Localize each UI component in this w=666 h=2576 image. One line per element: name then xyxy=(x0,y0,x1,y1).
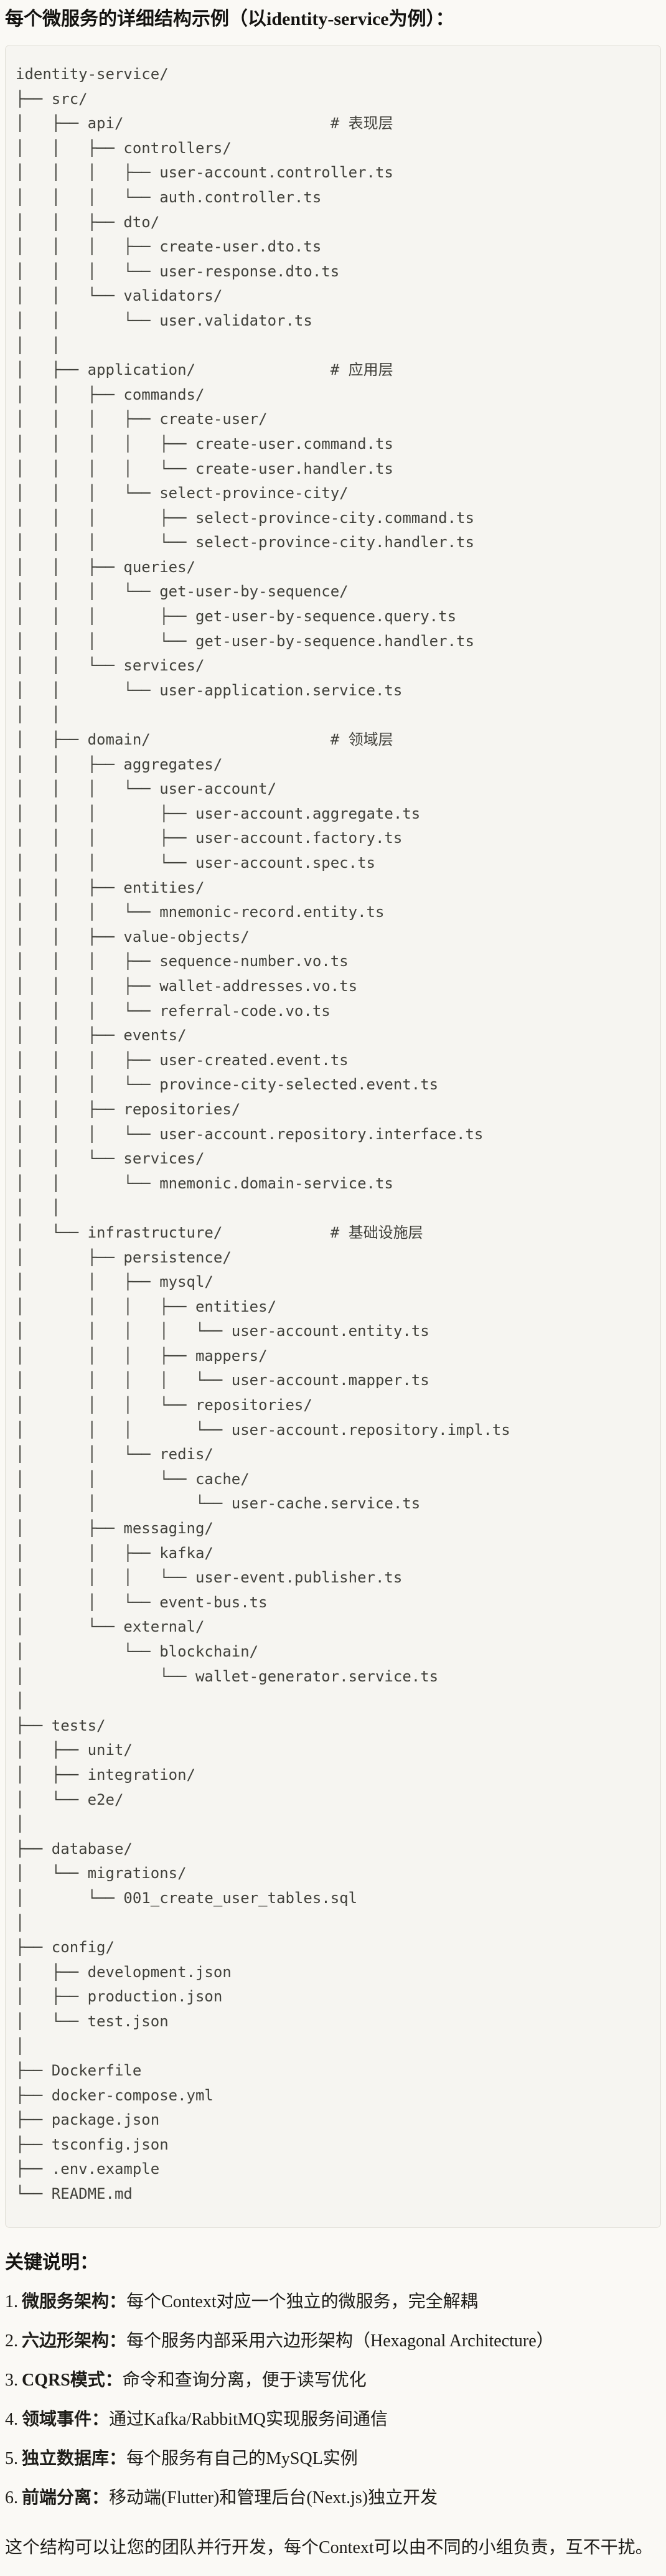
note-item: 6.前端分离：移动端(Flutter)和管理后台(Next.js)独立开发 xyxy=(5,2485,661,2511)
note-text: 移动端(Flutter)和管理后台(Next.js)独立开发 xyxy=(109,2488,438,2508)
directory-tree-text: identity-service/ ├── src/ │ ├── api/ # … xyxy=(16,65,510,2203)
note-item: 5.独立数据库：每个服务有自己的MySQL实例 xyxy=(5,2446,661,2472)
note-label: CQRS模式： xyxy=(22,2370,123,2390)
note-label: 六边形架构： xyxy=(22,2331,127,2351)
directory-tree-code-block: identity-service/ ├── src/ │ ├── api/ # … xyxy=(5,45,661,2228)
note-number: 6. xyxy=(5,2488,18,2508)
note-item: 3.CQRS模式：命令和查询分离，便于读写优化 xyxy=(5,2367,661,2394)
note-text: 每个服务有自己的MySQL实例 xyxy=(126,2448,358,2468)
note-label: 微服务架构： xyxy=(22,2292,127,2311)
note-label: 领域事件： xyxy=(22,2409,110,2429)
notes-heading: 关键说明： xyxy=(5,2252,98,2273)
note-label: 独立数据库： xyxy=(22,2448,127,2468)
note-number: 2. xyxy=(5,2331,18,2351)
page-title: 每个微服务的详细结构示例（以identity-service为例）： xyxy=(5,9,454,29)
note-label: 前端分离： xyxy=(22,2488,110,2508)
note-text: 每个Context对应一个独立的微服务，完全解耦 xyxy=(126,2292,478,2311)
note-item: 1.微服务架构：每个Context对应一个独立的微服务，完全解耦 xyxy=(5,2289,661,2315)
notes-list: 1.微服务架构：每个Context对应一个独立的微服务，完全解耦 2.六边形架构… xyxy=(5,2289,661,2511)
note-text: 命令和查询分离，便于读写优化 xyxy=(122,2370,367,2390)
note-number: 4. xyxy=(5,2409,18,2429)
closing-paragraph: 这个结构可以让您的团队并行开发，每个Context可以由不同的小组负责，互不干扰… xyxy=(5,2537,653,2557)
note-text: 通过Kafka/RabbitMQ实现服务间通信 xyxy=(109,2409,388,2429)
note-number: 3. xyxy=(5,2370,18,2390)
note-number: 1. xyxy=(5,2292,18,2311)
note-number: 5. xyxy=(5,2448,18,2468)
note-item: 2.六边形架构：每个服务内部采用六边形架构（Hexagonal Architec… xyxy=(5,2328,661,2354)
note-item: 4.领域事件：通过Kafka/RabbitMQ实现服务间通信 xyxy=(5,2407,661,2433)
note-text: 每个服务内部采用六边形架构（Hexagonal Architecture） xyxy=(126,2331,554,2351)
